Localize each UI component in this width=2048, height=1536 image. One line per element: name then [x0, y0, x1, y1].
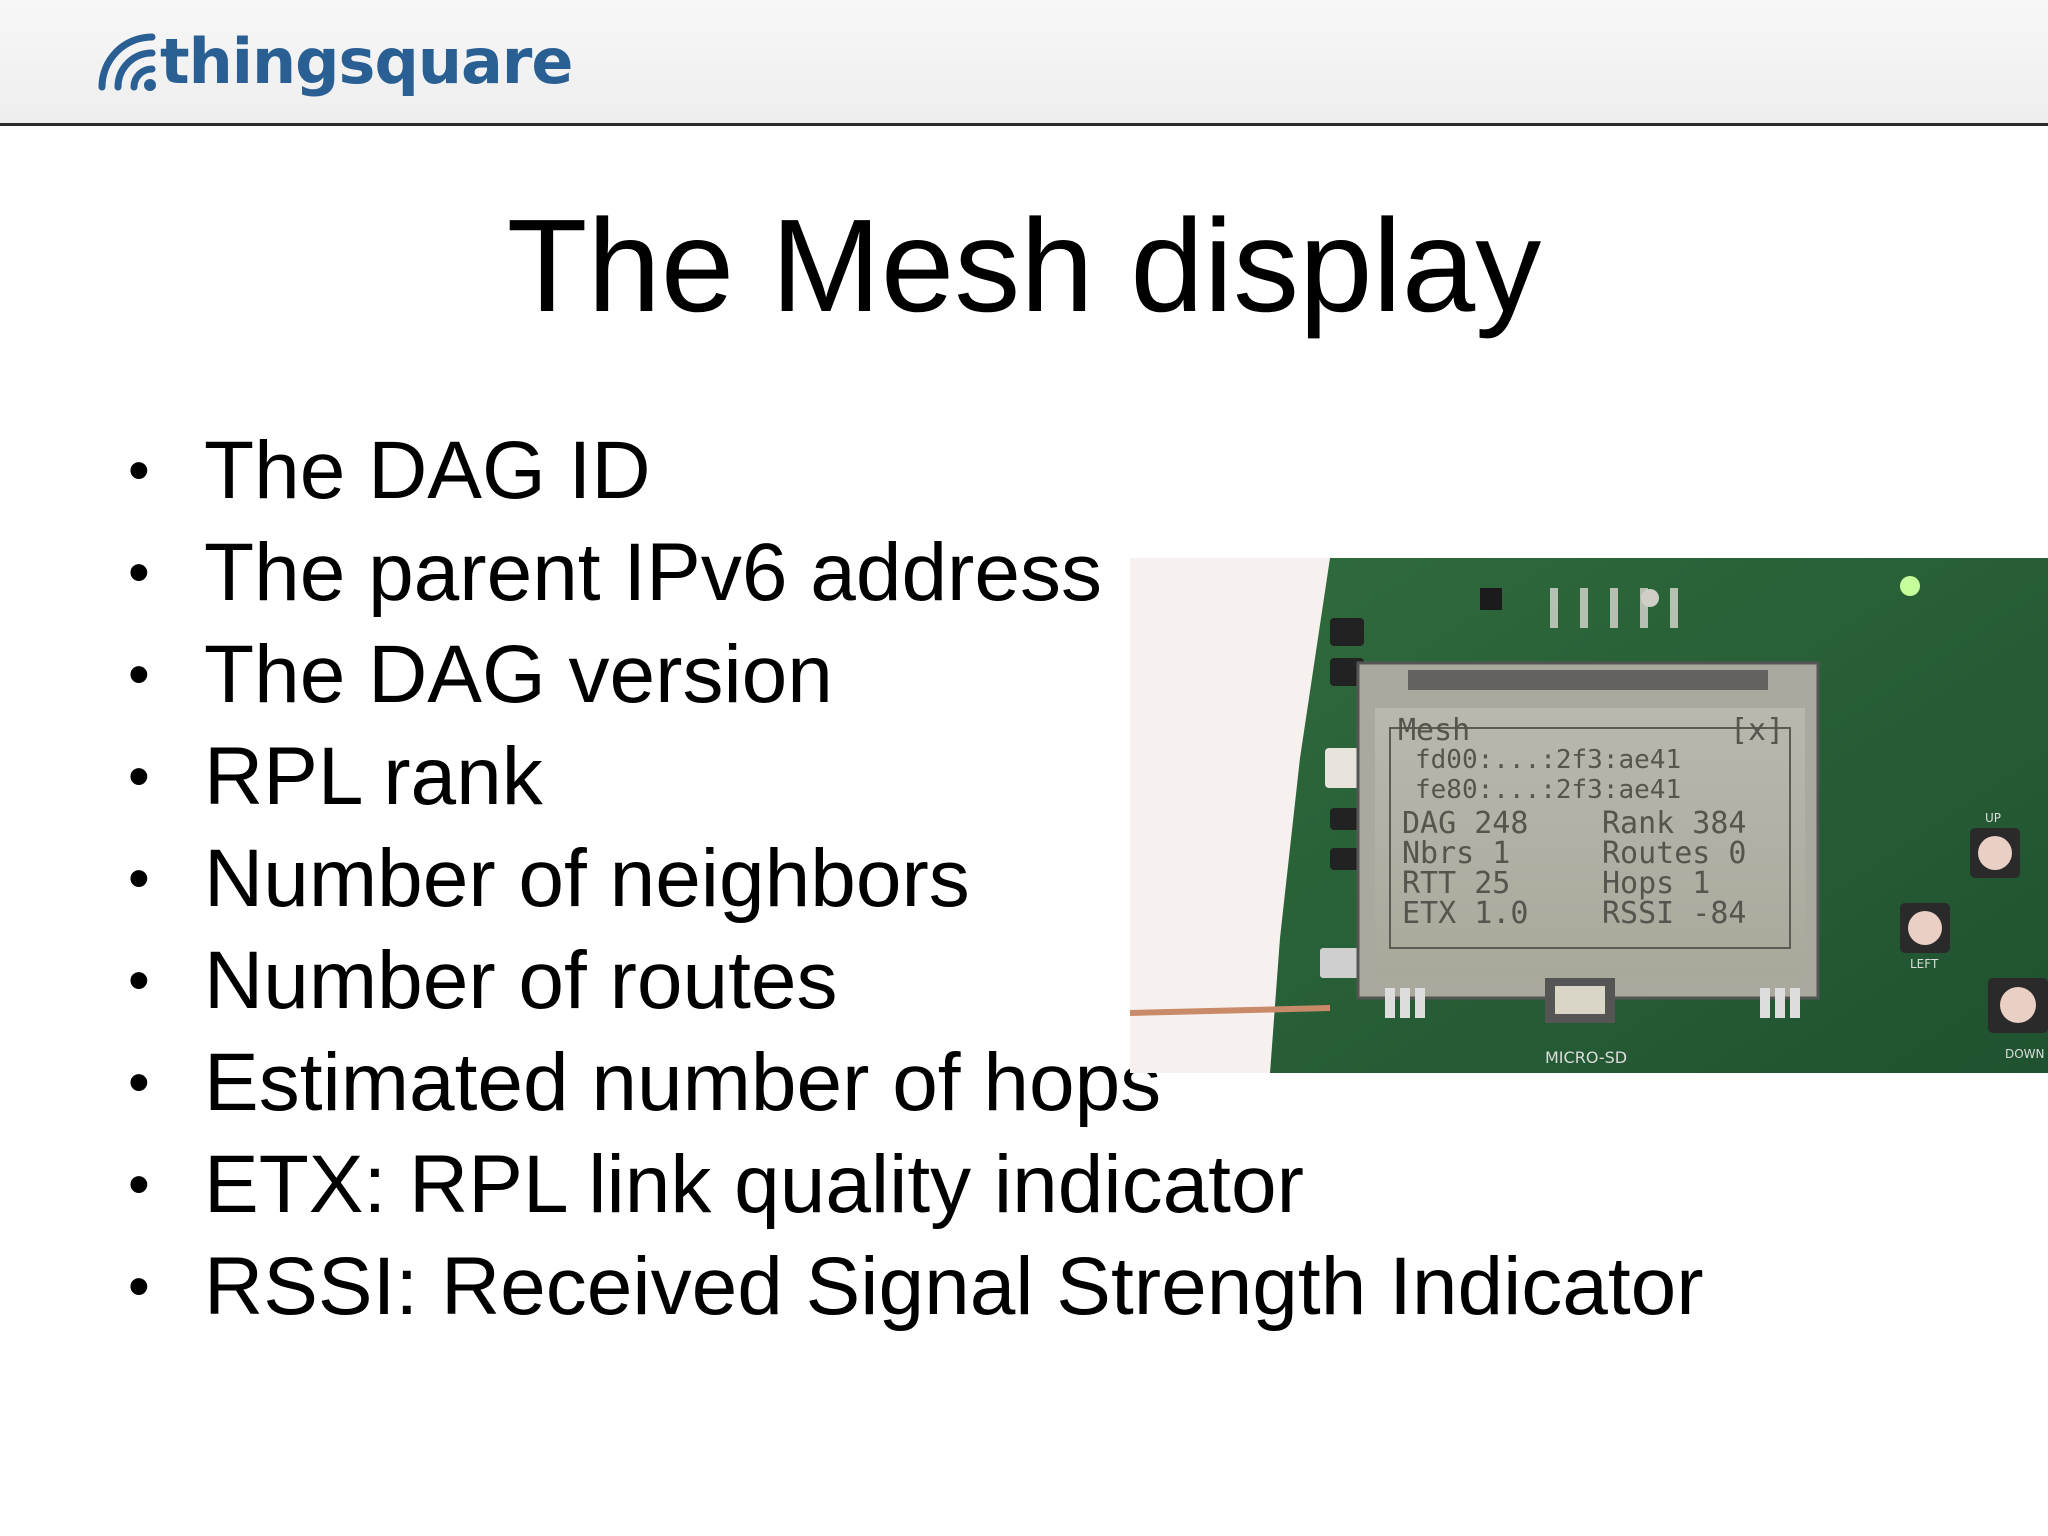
list-item: • RPL rank — [120, 726, 1704, 828]
list-item: • Number of neighbors — [120, 828, 1704, 930]
list-item: • Number of routes — [120, 930, 1704, 1032]
board-photo: Mesh [x] fd00:...:2f3:ae41 fe80:...:2f3:… — [1130, 558, 2048, 1073]
lcd-etx: ETX 1.0 — [1402, 896, 1528, 931]
list-item: • ETX: RPL link quality indicator — [120, 1134, 1704, 1236]
bullet-marker: • — [128, 946, 150, 1015]
nav-buttons — [1900, 828, 2048, 1033]
list-item: • RSSI: Received Signal Strength Indicato… — [120, 1236, 1704, 1338]
lcd-header-right: [x] — [1730, 713, 1784, 748]
lcd-dag: DAG 248 — [1402, 806, 1528, 841]
bullet-marker: • — [128, 1150, 150, 1219]
lcd-screen — [1375, 708, 1805, 978]
lcd-rank: Rank 384 — [1602, 806, 1747, 841]
bullet-list: • The DAG ID • The parent IPv6 address • Th… — [120, 420, 1704, 1338]
thingsquare-logo: thingsquare — [96, 22, 573, 102]
logo-wordmark: thingsquare — [160, 25, 573, 98]
lcd-address-2: fe80:...:2f3:ae41 — [1415, 775, 1681, 805]
status-led-icon — [1900, 576, 1920, 596]
bullet-marker: • — [128, 640, 150, 709]
lcd-rssi: RSSI -84 — [1602, 896, 1747, 931]
left-silkscreen-label: LEFT — [1910, 957, 1939, 971]
bullet-marker: • — [128, 538, 150, 607]
lcd-address-1: fd00:...:2f3:ae41 — [1415, 745, 1681, 775]
list-item: • The DAG version — [120, 624, 1704, 726]
signal-arcs-icon — [98, 33, 156, 91]
bullet-marker: • — [128, 1252, 150, 1321]
slide-header: thingsquare — [0, 0, 2048, 126]
bullet-marker: • — [128, 436, 150, 505]
list-item: • The DAG ID — [120, 420, 1704, 522]
bullet-marker: • — [128, 1048, 150, 1117]
cable — [1130, 1005, 1331, 1016]
board-illustration: Mesh [x] fd00:...:2f3:ae41 fe80:...:2f3:… — [1130, 558, 2048, 1073]
component — [1641, 589, 1659, 607]
slide-title: The Mesh display — [506, 192, 1542, 339]
bullet-marker: • — [128, 742, 150, 811]
lcd-nbrs: Nbrs 1 — [1402, 836, 1510, 871]
bullet-text: Estimated number of hops — [204, 1037, 1162, 1128]
lcd-routes: Routes 0 — [1602, 836, 1747, 871]
reset-button — [1325, 748, 1365, 788]
list-item: • Estimated number of hops — [120, 1032, 1704, 1134]
bullet-text: The DAG version — [204, 629, 833, 720]
list-item: • The parent IPv6 address — [120, 522, 1704, 624]
bullet-text: RPL rank — [204, 731, 543, 822]
down-silkscreen-label: DOWN — [2005, 1047, 2045, 1061]
bullet-text: ETX: RPL link quality indicator — [204, 1139, 1304, 1230]
lcd-header-left: Mesh — [1398, 713, 1470, 748]
ic-chip — [1480, 588, 1502, 610]
bullet-marker: • — [128, 844, 150, 913]
bullet-text: The DAG ID — [204, 425, 651, 516]
lcd-hops: Hops 1 — [1602, 866, 1710, 901]
bullet-text: Number of routes — [204, 935, 838, 1026]
up-silkscreen-label: UP — [1985, 811, 2001, 825]
lcd-rtt: RTT 25 — [1402, 866, 1510, 901]
sd-silkscreen-label: MICRO-SD — [1545, 1048, 1627, 1067]
bullet-text: The parent IPv6 address — [204, 527, 1102, 618]
bullet-text: RSSI: Received Signal Strength Indicator — [204, 1241, 1704, 1332]
bullet-text: Number of neighbors — [204, 833, 970, 924]
